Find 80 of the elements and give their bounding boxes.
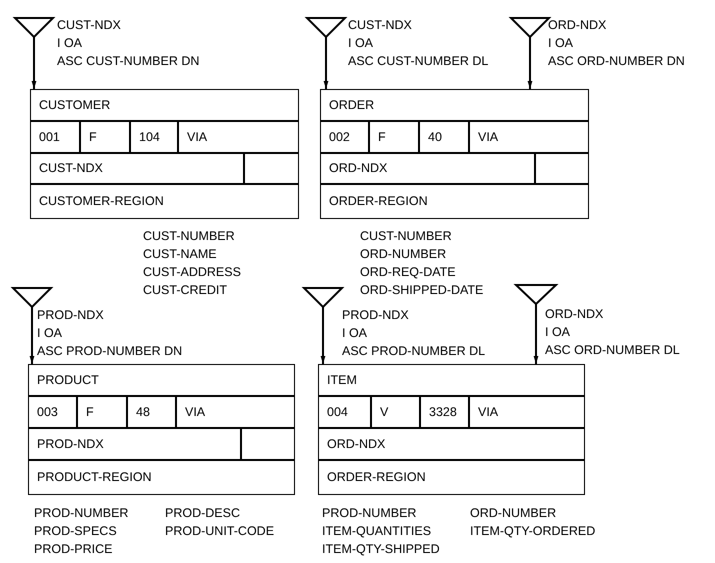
location-mode: VIA [477, 128, 500, 146]
area-name: CUSTOMER-REGION [38, 193, 165, 210]
field-name: CUST-NUMBER [360, 228, 452, 245]
index-triangle [12, 287, 52, 307]
storage-mode: V [372, 397, 421, 427]
index-triangle [14, 17, 54, 37]
record-id: 002 [321, 122, 370, 152]
field-name: ITEM-QTY-SHIPPED [322, 541, 440, 558]
index-label: PROD-NDX [37, 307, 104, 324]
arrow [528, 37, 532, 89]
index-triangle [510, 17, 550, 37]
record-name: CUSTOMER [38, 96, 112, 114]
index-label: I OA [545, 324, 570, 341]
record-id: 001 [31, 122, 81, 152]
location-mode: VIA [184, 404, 206, 421]
index-label: ORD-NDX [548, 17, 606, 34]
storage-mode: F [370, 122, 420, 152]
record-name: ITEM [326, 372, 358, 389]
area-name: ORDER-REGION [326, 469, 427, 486]
index-label: ASC PROD-NUMBER DL [342, 343, 486, 360]
record-length: 104 [131, 122, 179, 152]
index-label: ASC ORD-NUMBER DL [545, 342, 680, 359]
field-name: ITEM-QUANTITIES [322, 523, 432, 540]
record-name: ORDER [328, 96, 376, 114]
index-label: CUST-NDX [57, 17, 121, 34]
arrow [32, 37, 36, 89]
area-name: PRODUCT-REGION [36, 469, 153, 486]
index-triangle [515, 284, 557, 304]
record-box [28, 364, 295, 495]
set-name: CUST-NDX [31, 154, 245, 184]
field-name: PROD-DESC [165, 505, 240, 522]
set-name: ORD-NDX [326, 436, 386, 453]
field-name: ORD-SHIPPED-DATE [360, 282, 484, 299]
field-name: CUST-CREDIT [143, 282, 228, 299]
index-label: ASC ORD-NUMBER DN [548, 53, 685, 70]
arrow [320, 307, 326, 364]
record-box [30, 89, 299, 219]
location-mode: VIA [477, 404, 500, 421]
location-mode: VIA [186, 128, 208, 146]
field-name: PROD-UNIT-CODE [165, 523, 274, 540]
index-label: I OA [37, 325, 62, 342]
index-label: I OA [548, 35, 574, 52]
field-name: PROD-PRICE [34, 541, 112, 558]
index-label: ASC CUST-NUMBER DL [348, 53, 488, 70]
set-name: PROD-NDX [29, 429, 242, 459]
index-label: CUST-NDX [348, 17, 412, 34]
field-name: CUST-ADDRESS [143, 264, 241, 281]
arrow [324, 37, 328, 89]
field-name: CUST-NUMBER [143, 228, 235, 245]
arrow [30, 307, 34, 364]
record-length: 48 [128, 397, 177, 427]
record-id: 004 [319, 397, 372, 427]
index-triangle [303, 287, 343, 307]
field-name: ITEM-QTY-ORDERED [470, 523, 596, 540]
index-triangle [306, 17, 346, 37]
record-length: 3328 [421, 397, 470, 427]
field-name: ORD-REQ-DATE [360, 264, 456, 281]
field-name: ORD-NUMBER [360, 246, 446, 263]
field-name: PROD-SPECS [34, 523, 117, 540]
storage-mode: F [81, 122, 131, 152]
record-name: PRODUCT [36, 372, 100, 389]
field-name: ORD-NUMBER [470, 505, 556, 522]
field-name: PROD-NUMBER [322, 505, 416, 522]
storage-mode: F [78, 397, 128, 427]
index-label: I OA [342, 325, 368, 342]
record-box [320, 89, 589, 219]
index-label: ASC PROD-NUMBER DN [37, 343, 182, 360]
index-label: ASC CUST-NUMBER DN [57, 53, 200, 70]
field-name: PROD-NUMBER [34, 505, 128, 522]
record-box [318, 364, 585, 495]
index-label: PROD-NDX [342, 307, 409, 324]
field-name: CUST-NAME [143, 246, 217, 263]
record-id: 003 [29, 397, 78, 427]
arrow [534, 304, 538, 364]
index-label: ORD-NDX [545, 306, 604, 323]
index-label: I OA [57, 35, 82, 52]
index-label: I OA [348, 35, 374, 52]
record-length: 40 [420, 122, 470, 152]
area-name: ORDER-REGION [328, 193, 429, 210]
set-name: ORD-NDX [321, 154, 536, 184]
